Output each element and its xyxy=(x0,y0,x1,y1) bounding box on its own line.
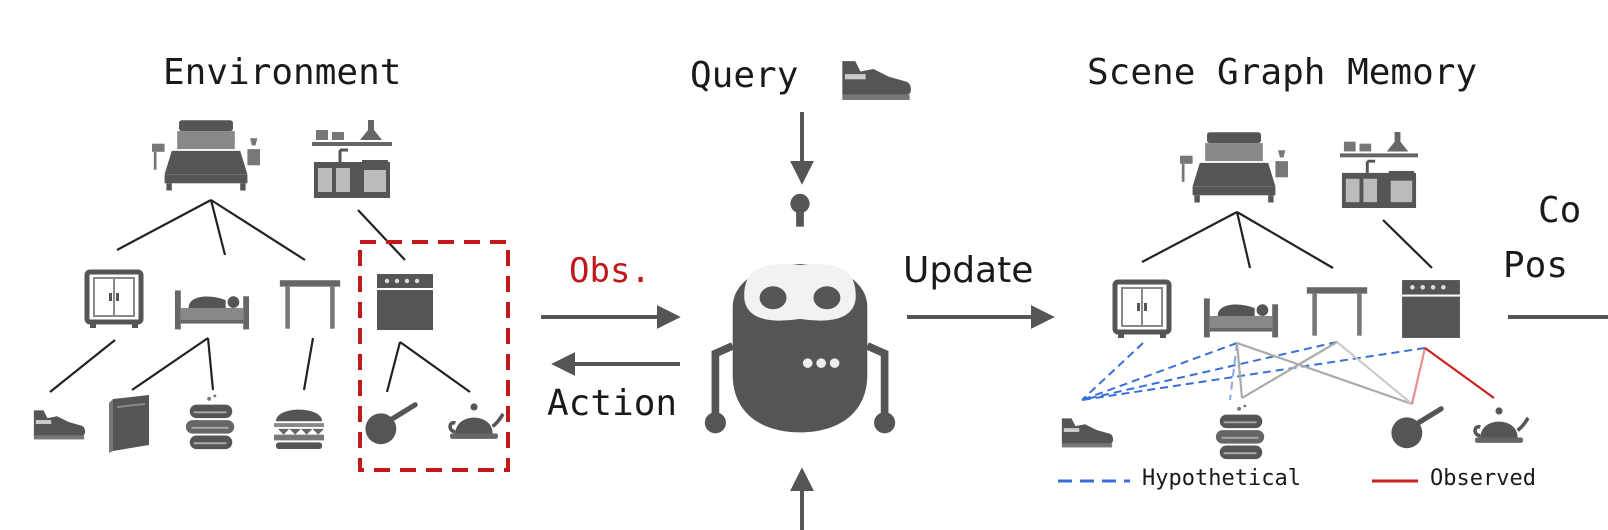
towel-icon xyxy=(1214,403,1266,461)
legend-hypothetical-label: Hypothetical xyxy=(1142,466,1301,491)
observation-highlight-box xyxy=(358,240,510,472)
environment-tree xyxy=(33,118,510,472)
bed-icon xyxy=(174,290,250,330)
kitchen-icon xyxy=(312,118,392,198)
kettle-icon xyxy=(1473,405,1530,445)
action-label: Action xyxy=(547,383,678,424)
hypothetical-edges xyxy=(1081,341,1426,401)
agent-section xyxy=(541,61,1055,530)
bedroom-icon xyxy=(152,120,260,191)
bed-icon xyxy=(1203,298,1279,338)
shoe-icon xyxy=(1061,418,1114,448)
stove-icon xyxy=(377,274,433,330)
update-label: Update xyxy=(903,250,1034,291)
book-icon xyxy=(108,394,150,453)
table-icon xyxy=(1306,287,1368,336)
bedroom-icon xyxy=(1180,132,1288,203)
truncated-label-line1: Co xyxy=(1538,190,1582,231)
observed-edges xyxy=(1410,347,1495,405)
legend-observed-label: Observed xyxy=(1430,466,1536,491)
kettle-icon xyxy=(448,401,505,441)
scene-graph-memory xyxy=(1058,130,1608,483)
kitchen-icon xyxy=(1340,130,1418,208)
environment-title: Environment xyxy=(163,52,402,93)
table-icon xyxy=(279,280,341,329)
pan-icon xyxy=(1391,409,1441,448)
towel-icon xyxy=(184,393,236,451)
stove-icon xyxy=(1402,280,1460,338)
query-title: Query xyxy=(690,55,799,96)
wardrobe-icon xyxy=(1115,282,1169,338)
query-shoe-icon xyxy=(842,61,911,100)
burger-icon xyxy=(274,409,324,450)
robot-icon xyxy=(705,194,895,433)
wardrobe-icon xyxy=(87,272,141,328)
pan-icon xyxy=(365,405,415,444)
scene-graph-memory-title: Scene Graph Memory xyxy=(1087,52,1478,93)
shoe-icon xyxy=(33,410,86,440)
truncated-label-line2: Pos xyxy=(1503,245,1569,286)
obs-label: Obs. xyxy=(569,251,651,291)
